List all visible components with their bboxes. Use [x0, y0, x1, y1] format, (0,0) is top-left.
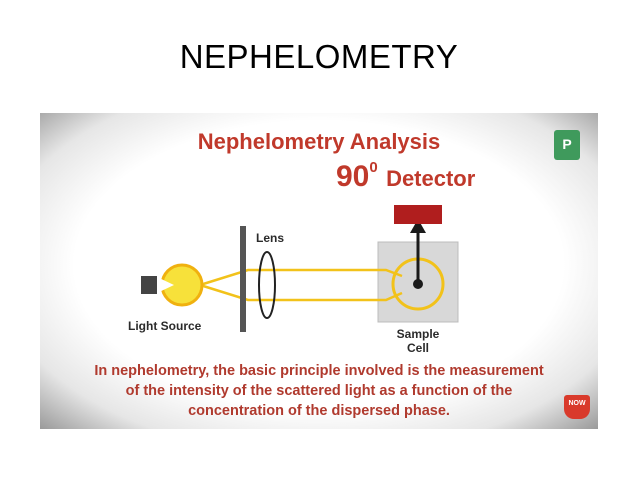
slit-plate: [240, 226, 246, 332]
caption-line-2: of the intensity of the scattered light …: [125, 383, 513, 399]
channel-logo: P: [554, 130, 580, 160]
now-badge: NOW: [564, 395, 590, 419]
sample-particle: [413, 279, 423, 289]
detector-angle: 90: [336, 160, 370, 193]
nephelometer-diagram: [141, 205, 459, 332]
detector-block: [394, 205, 442, 224]
slide-title: NEPHELOMETRY: [179, 38, 459, 75]
detector-heading: 900 Detector: [336, 159, 475, 194]
sample-label-line2: Cell: [406, 341, 429, 355]
sample-label-line1: Sample: [396, 327, 440, 341]
detector-word: Detector: [386, 166, 476, 191]
diagram-title: Nephelometry Analysis: [197, 129, 441, 154]
arrow-head: [410, 219, 426, 233]
source-base: [141, 276, 157, 294]
lens-shape: [258, 251, 276, 319]
caption-line-3: concentration of the dispersed phase.: [188, 403, 450, 419]
principle-caption: In nephelometry, the basic principle inv…: [60, 361, 578, 421]
beam-lower: [199, 283, 403, 302]
diagram-frame: Nephelometry Analysis 900 Detector Lens …: [40, 113, 598, 429]
caption-line-1: In nephelometry, the basic principle inv…: [94, 363, 544, 379]
bulb-cutout: [157, 277, 174, 293]
light-source-label: Light Source: [128, 319, 202, 333]
sample-cell-label: Sample Cell: [390, 327, 446, 355]
detector-degree: 0: [369, 159, 378, 176]
beam-upper: [199, 268, 403, 287]
lens-label: Lens: [256, 231, 285, 245]
